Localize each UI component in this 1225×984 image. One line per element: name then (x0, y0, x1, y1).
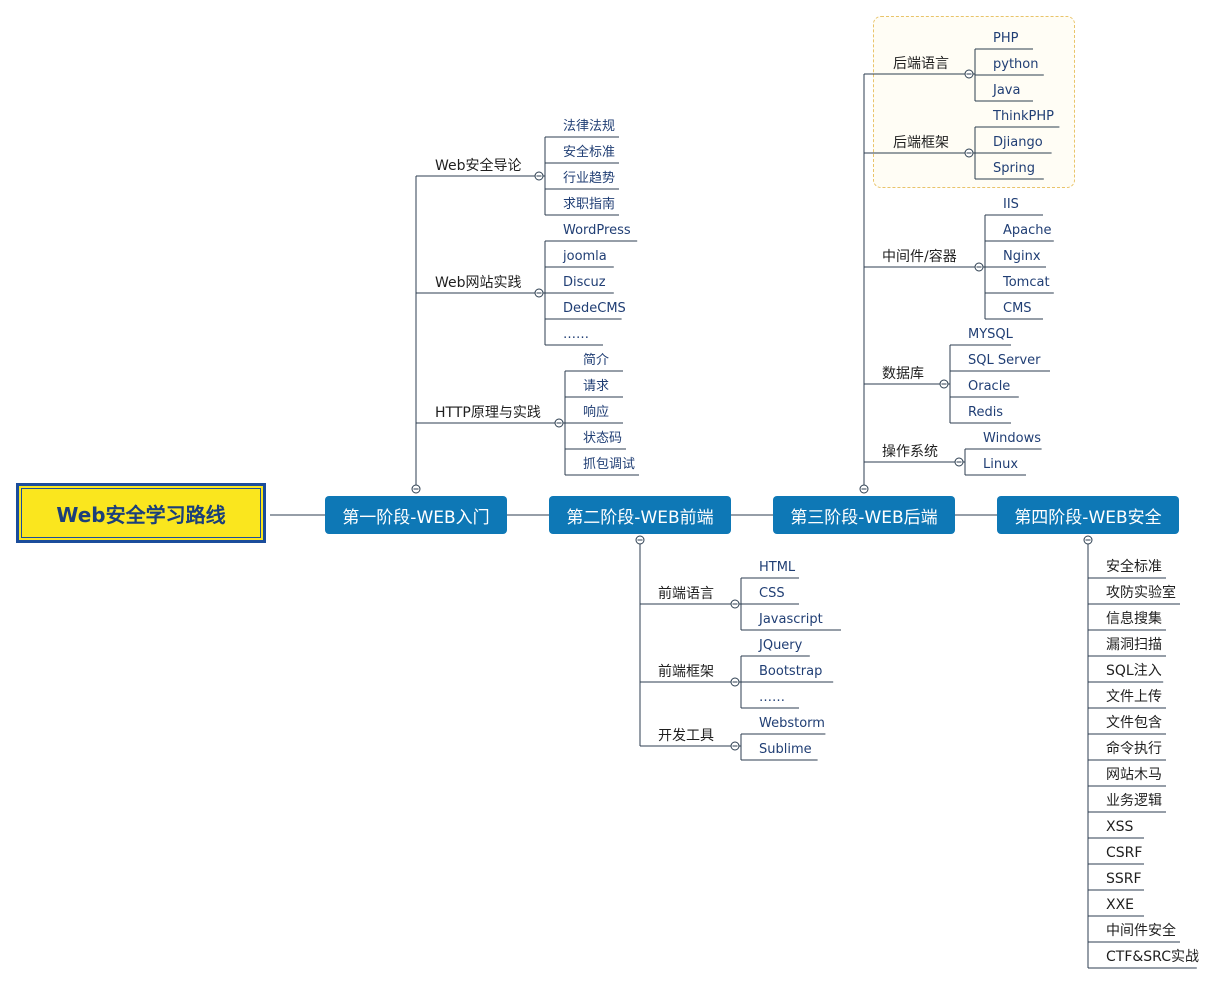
leaf-item[interactable]: python (993, 57, 1039, 72)
leaf-item[interactable]: Sublime (759, 742, 812, 757)
leaf-item[interactable]: WordPress (563, 223, 631, 238)
leaf-item[interactable]: 攻防实验室 (1106, 585, 1176, 601)
leaf-item[interactable]: Oracle (968, 379, 1011, 394)
leaf-item[interactable]: Webstorm (759, 716, 825, 731)
leaf-item[interactable]: IIS (1003, 197, 1019, 212)
leaf-item[interactable]: …… (563, 327, 589, 342)
group-label[interactable]: 后端框架 (893, 135, 949, 151)
stage-node-3[interactable]: 第三阶段-WEB后端 (773, 496, 955, 534)
root-node[interactable]: Web安全学习路线 (16, 483, 266, 543)
stage-node-4[interactable]: 第四阶段-WEB安全 (997, 496, 1179, 534)
leaf-item[interactable]: 求职指南 (563, 197, 616, 212)
leaf-item[interactable]: Spring (993, 161, 1035, 176)
group-label[interactable]: 前端框架 (658, 664, 714, 680)
leaf-item[interactable]: CMS (1003, 301, 1032, 316)
leaf-item[interactable]: CTF&SRC实战 (1106, 949, 1199, 965)
group-label[interactable]: 数据库 (882, 366, 924, 382)
group-label[interactable]: Web网站实践 (435, 275, 522, 291)
leaf-item[interactable]: Linux (983, 457, 1019, 472)
leaf-item[interactable]: DedeCMS (563, 301, 626, 316)
leaf-item[interactable]: JQuery (759, 638, 803, 653)
group-label[interactable]: HTTP原理与实践 (435, 405, 541, 421)
leaf-item[interactable]: 简介 (583, 353, 610, 368)
leaf-item[interactable]: Javascript (759, 612, 823, 627)
leaf-item[interactable]: 漏洞扫描 (1106, 637, 1162, 653)
leaf-item[interactable]: 法律法规 (563, 119, 616, 134)
leaf-item[interactable]: SQL注入 (1106, 663, 1162, 679)
group-label[interactable]: 后端语言 (893, 56, 949, 72)
leaf-item[interactable]: SSRF (1106, 871, 1142, 887)
highlight-area-backend (873, 16, 1075, 188)
leaf-item[interactable]: 安全标准 (563, 145, 616, 160)
leaf-item[interactable]: 文件包含 (1106, 715, 1162, 731)
leaf-item[interactable]: Djiango (993, 135, 1043, 150)
leaf-item[interactable]: 命令执行 (1106, 741, 1162, 757)
leaf-item[interactable]: SQL Server (968, 353, 1041, 368)
leaf-item[interactable]: XSS (1106, 819, 1134, 835)
leaf-item[interactable]: 抓包调试 (583, 457, 636, 472)
leaf-item[interactable]: 请求 (583, 379, 610, 394)
leaf-item[interactable]: …… (759, 690, 785, 705)
leaf-item[interactable]: 中间件安全 (1106, 923, 1176, 939)
leaf-item[interactable]: 状态码 (583, 431, 623, 446)
stage-node-1[interactable]: 第一阶段-WEB入门 (325, 496, 507, 534)
leaf-item[interactable]: XXE (1106, 897, 1135, 913)
leaf-item[interactable]: CSRF (1106, 845, 1143, 861)
group-label[interactable]: 开发工具 (658, 728, 714, 744)
leaf-item[interactable]: PHP (993, 31, 1019, 46)
leaf-item[interactable]: Tomcat (1003, 275, 1050, 290)
leaf-item[interactable]: Bootstrap (759, 664, 823, 679)
leaf-item[interactable]: 信息搜集 (1106, 611, 1162, 627)
leaf-item[interactable]: ThinkPHP (993, 109, 1055, 124)
leaf-item[interactable]: Redis (968, 405, 1004, 420)
group-label[interactable]: 中间件/容器 (882, 249, 957, 265)
group-label[interactable]: 操作系统 (882, 444, 938, 460)
leaf-item[interactable]: 响应 (583, 405, 610, 420)
leaf-item[interactable]: Java (993, 83, 1021, 98)
group-label[interactable]: Web安全导论 (435, 158, 522, 174)
leaf-item[interactable]: joomla (563, 249, 607, 264)
leaf-item[interactable]: 业务逻辑 (1106, 793, 1162, 809)
leaf-item[interactable]: HTML (759, 560, 796, 575)
leaf-item[interactable]: 行业趋势 (563, 171, 616, 186)
leaf-item[interactable]: Apache (1003, 223, 1052, 238)
leaf-item[interactable]: MYSQL (968, 327, 1013, 342)
leaf-item[interactable]: 文件上传 (1106, 689, 1162, 705)
leaf-item[interactable]: 安全标准 (1106, 559, 1162, 575)
leaf-item[interactable]: Discuz (563, 275, 606, 290)
stage-node-2[interactable]: 第二阶段-WEB前端 (549, 496, 731, 534)
group-label[interactable]: 前端语言 (658, 586, 714, 602)
leaf-item[interactable]: Windows (983, 431, 1042, 446)
leaf-item[interactable]: Nginx (1003, 249, 1041, 264)
leaf-item[interactable]: 网站木马 (1106, 767, 1162, 783)
leaf-item[interactable]: CSS (759, 586, 785, 601)
